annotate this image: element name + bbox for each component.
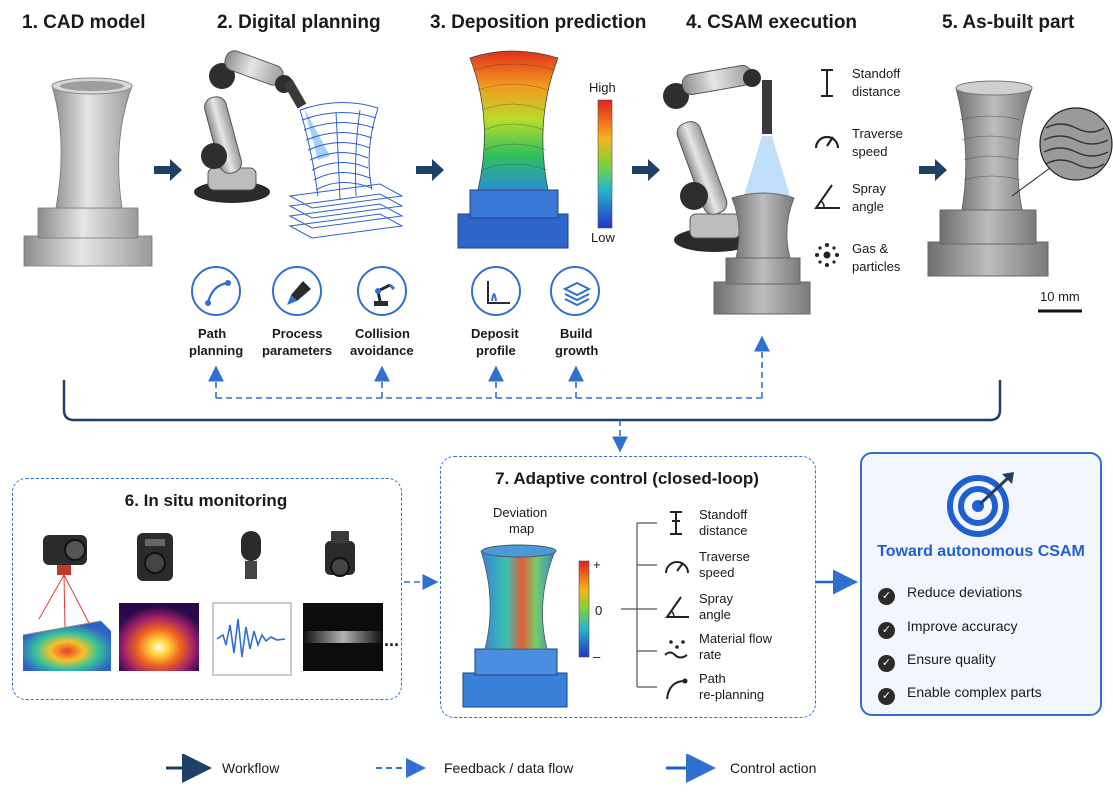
execution-robot bbox=[663, 65, 790, 252]
check-icon: ✓ bbox=[878, 588, 895, 605]
exec-standoff-label-2: distance bbox=[852, 84, 901, 99]
scale-high-label: High bbox=[589, 80, 616, 95]
adaptive-flow-label-1: Material flow bbox=[699, 631, 772, 646]
build-growth-label-1: Build bbox=[560, 326, 593, 341]
exec-spray-label-1: Spray bbox=[852, 181, 886, 196]
monitoring-title: 6. In situ monitoring bbox=[124, 491, 288, 510]
adaptive-branch-lines bbox=[621, 522, 657, 688]
stage-title-cad: 1. CAD model bbox=[22, 12, 146, 33]
collision-avoidance-label-2: avoidance bbox=[350, 343, 414, 358]
flow-icon bbox=[664, 640, 688, 659]
exec-traverse-label-2: speed bbox=[852, 144, 888, 159]
path-planning-icon bbox=[191, 266, 241, 316]
deviation-color-scale bbox=[578, 560, 590, 658]
acoustic-signal-panel bbox=[212, 602, 292, 676]
path-planning-label-2: planning bbox=[189, 343, 244, 358]
exec-gas-label-2: particles bbox=[852, 259, 901, 274]
feedback-lines bbox=[208, 335, 770, 590]
adaptive-traverse-label-2: speed bbox=[699, 565, 735, 580]
process-parameters-label-2: parameters bbox=[262, 343, 333, 358]
prediction-color-scale bbox=[597, 99, 613, 229]
gauge-icon bbox=[814, 135, 840, 149]
legend-workflow-label: Workflow bbox=[222, 760, 280, 776]
thermal-camera-icon bbox=[137, 533, 173, 581]
adaptive-flow-label-2: rate bbox=[699, 647, 722, 662]
stage-title-asbuilt: 5. As-built part bbox=[942, 12, 1075, 33]
deposit-profile-label-1: Deposit bbox=[471, 326, 519, 341]
standoff-icon bbox=[821, 69, 833, 97]
stage-title-prediction: 3. Deposition prediction bbox=[430, 12, 647, 33]
layers-icon bbox=[550, 266, 600, 316]
deviation-map-label-1: Deviation bbox=[493, 505, 548, 520]
target-icon bbox=[947, 472, 1014, 537]
angle-icon bbox=[665, 596, 689, 618]
goal-title: Toward autonomous CSAM bbox=[877, 543, 1085, 560]
acoustic-sensor-icon bbox=[241, 531, 261, 579]
path-planning-label-1: Path bbox=[198, 326, 227, 341]
adaptive-path-label-2: re-planning bbox=[699, 687, 765, 702]
high-speed-camera-icon bbox=[325, 531, 355, 577]
goal-item: ✓Reduce deviations bbox=[878, 584, 1022, 605]
goal-item: ✓Ensure quality bbox=[878, 651, 996, 672]
exec-spray-label-2: angle bbox=[852, 199, 884, 214]
exec-standoff-label-1: Standoff bbox=[852, 66, 901, 81]
workflow-arrows bbox=[154, 159, 947, 181]
stage-title-planning: 2. Digital planning bbox=[217, 12, 381, 33]
monitoring-box: 6. In situ monitoring bbox=[12, 478, 402, 700]
scale-bar-label: 10 mm bbox=[1040, 289, 1080, 304]
deposit-profile-label-2: profile bbox=[476, 343, 516, 358]
legend bbox=[166, 754, 716, 783]
goal-box: Toward autonomous CSAM ✓Reduce deviation… bbox=[860, 452, 1102, 716]
deviation-scale-minus: – bbox=[593, 649, 601, 664]
deviation-scale-plus: + bbox=[593, 557, 601, 572]
monitoring-more: ... bbox=[384, 630, 400, 650]
exec-traverse-label-1: Traverse bbox=[852, 126, 903, 141]
build-growth-label-2: growth bbox=[555, 343, 599, 358]
execution-part bbox=[713, 192, 811, 315]
path-curve-icon bbox=[666, 678, 688, 700]
adaptive-path-label-1: Path bbox=[699, 671, 726, 686]
adaptive-title: 7. Adaptive control (closed-loop) bbox=[495, 469, 759, 488]
check-icon: ✓ bbox=[878, 655, 895, 672]
stage-title-execution: 4. CSAM execution bbox=[686, 12, 858, 33]
gauge-icon bbox=[665, 561, 689, 574]
deviation-map-label-2: map bbox=[509, 521, 535, 536]
deviation-map bbox=[462, 544, 590, 708]
deviation-scale-zero: 0 bbox=[595, 603, 603, 618]
legend-control-label: Control action bbox=[730, 760, 817, 776]
check-icon: ✓ bbox=[878, 688, 895, 705]
goal-item: ✓Improve accuracy bbox=[878, 618, 1017, 639]
collision-avoidance-label-1: Collision bbox=[355, 326, 410, 341]
laser-scan-panel bbox=[22, 620, 111, 671]
toolpath-wireframe bbox=[288, 101, 404, 239]
angle-icon bbox=[814, 184, 840, 209]
high-speed-image-panel bbox=[303, 603, 383, 671]
laser-scanner-icon bbox=[38, 535, 90, 630]
profile-axes-icon bbox=[471, 266, 521, 316]
prediction-part bbox=[457, 50, 569, 249]
cad-model-part bbox=[23, 77, 153, 267]
adaptive-standoff-label-1: Standoff bbox=[699, 507, 748, 522]
exec-gas-label-1: Gas & bbox=[852, 241, 889, 256]
spray-nozzle-icon bbox=[272, 266, 322, 316]
standoff-icon bbox=[670, 511, 682, 535]
adaptive-spray-label-2: angle bbox=[699, 607, 731, 622]
thermal-image-panel bbox=[119, 603, 199, 671]
adaptive-traverse-label-1: Traverse bbox=[699, 549, 750, 564]
scale-low-label: Low bbox=[591, 230, 615, 245]
robot-arm-icon bbox=[357, 266, 407, 316]
adaptive-spray-label-1: Spray bbox=[699, 591, 733, 606]
check-icon: ✓ bbox=[878, 622, 895, 639]
planning-robot bbox=[194, 50, 330, 203]
process-parameters-label-1: Process bbox=[272, 326, 323, 341]
legend-feedback-label: Feedback / data flow bbox=[444, 760, 574, 776]
adaptive-standoff-label-2: distance bbox=[699, 523, 748, 538]
sensor-array bbox=[22, 531, 383, 676]
asbuilt-part bbox=[927, 80, 1113, 277]
adaptive-control-box: 7. Adaptive control (closed-loop) Deviat… bbox=[440, 456, 816, 718]
workflow-bracket bbox=[62, 380, 1002, 422]
particles-icon bbox=[815, 243, 839, 267]
goal-item: ✓Enable complex parts bbox=[878, 684, 1042, 705]
